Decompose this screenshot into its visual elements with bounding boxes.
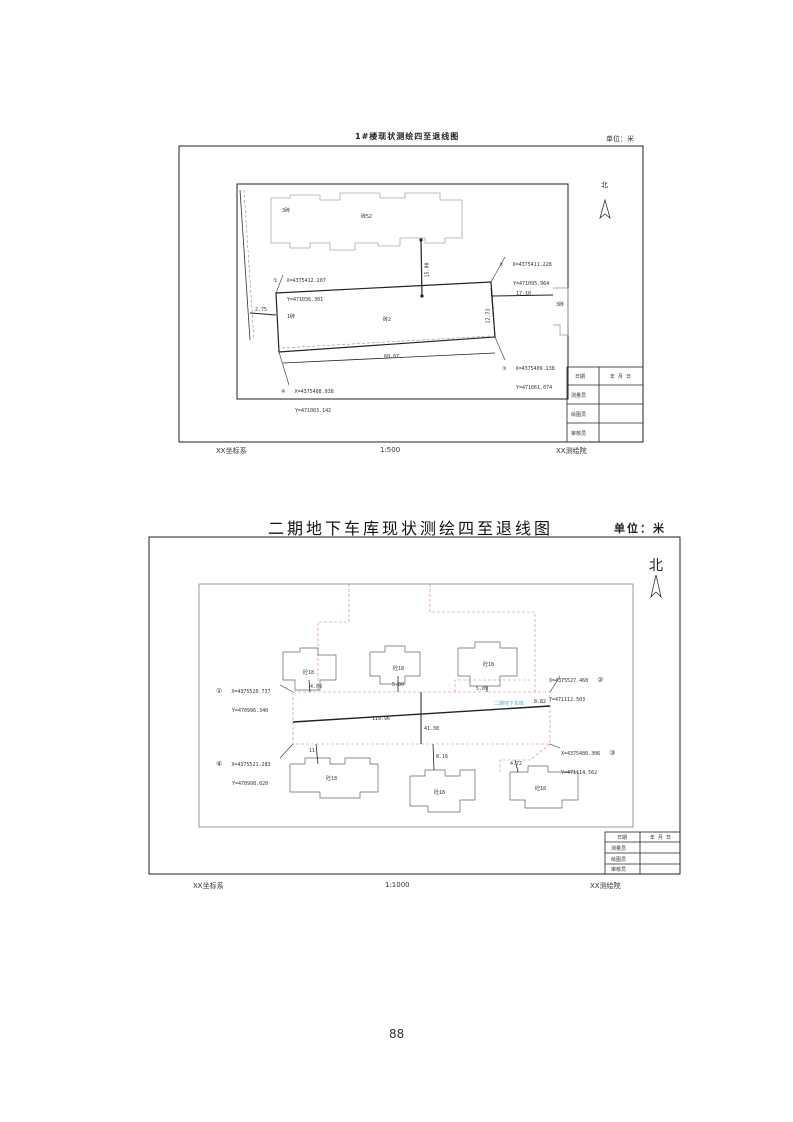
map1-dist-west: 2.75 [255,307,268,313]
map2-point-4: ④ X=4375521.283 Y=470998.020 [216,751,271,789]
map2-dist-vertical: 41.38 [424,726,440,732]
map2-coord-system: XX坐标系 [193,882,224,890]
map1-p3-y: Y=471061.074 [516,385,553,391]
map1-east-building-label: 3砖 [556,302,565,308]
map2-building-bottom-mid [409,769,476,813]
map2-table-ymd: 年 月 日 [650,835,672,841]
map2-north-arrow [650,574,662,599]
map1-north-arrow [599,198,611,220]
map1-p1-num: ① [273,278,278,284]
map2-title: 二期地下车库现状测绘四至退线图 [268,519,554,538]
map1-west-tag: 1砖 [287,314,296,320]
map2-building-bottom-left [289,757,379,799]
map1-p2-y: Y=471095.964 [513,281,550,287]
map1-table-reviewer: 审核员 [571,431,587,437]
map2-p1-y: Y=470996.340 [232,708,269,714]
map1-point-1: ① X=4375412.207 Y=471036.301 [273,267,326,305]
map1-table-ymd: 年 月 日 [610,374,632,380]
map2-building-top-mid [369,645,421,685]
map2-building-bottom-right [509,765,579,809]
map2-inner-frame [198,583,634,828]
map1-p4-x: X=4375408.038 [294,389,334,395]
map2-table-drafter: 绘图员 [611,857,627,863]
map2-p3-y: Y=471114.562 [561,770,598,776]
map1-coord-system: XX坐标系 [216,447,247,455]
map2-unit: 单位：米 [614,522,666,535]
map1-point-4: ④ X=4375408.038 Y=471003.142 [281,378,334,416]
map2-dist-span: 119.96 [372,716,391,722]
map2-point-3: X=4375480.306 ③ Y=471114.562 [561,740,616,778]
map1-dist-north: 15.00 [424,262,431,278]
map1-p2-x: X=4375411.228 [512,262,552,268]
map2-p2-x: X=4375527.468 [549,678,589,684]
map2-dist-bottom-right: 4.72 [510,761,523,767]
map1-title-block [566,366,644,443]
map1-main-building-label: 砖2 [383,317,392,323]
map2-p4-y: Y=470998.020 [232,781,269,787]
map1-length-bottom: 60.07 [384,354,400,360]
map1-scale: 1:500 [380,446,401,454]
map2-table-reviewer: 审核员 [611,867,627,873]
map1-north-building [270,192,463,251]
map1-p1-y: Y=471036.301 [287,297,324,303]
map1-point-3: ③ X=4375409.138 Y=471061.074 [502,355,555,393]
map1-drawing [178,145,644,443]
map1-title: 1#楼现状测绘四至退线图 [355,132,460,141]
map2-building-bottom-right-label: 砼18 [535,786,547,792]
map2-dist-top-left: 4.09 [310,684,323,690]
map1-table-date: 日期 [575,374,586,380]
map2-building-bottom-left-label: 砼18 [326,776,338,782]
map2-p4-x: X=4375521.283 [231,762,271,768]
map2-north-label: 北 [649,558,663,574]
map1-outer-frame [178,145,644,443]
map2-dist-bottom-left: 11 [309,748,316,754]
map2-point-1: ① X=4375520.737 Y=470996.340 [216,678,271,716]
map1-east-building [553,287,569,336]
map1-p1-x: X=4375412.207 [286,278,326,284]
map2-table-date: 日期 [617,835,628,841]
map2-p1-x: X=4375520.737 [231,689,271,695]
map1-north-building-tag: 3砖 [282,208,291,214]
page-number: 88 [389,1027,405,1041]
map2-outer-frame [148,536,681,875]
map1-p4-y: Y=471003.142 [295,408,332,414]
map1-north-building-label: 砖52 [361,214,373,220]
map1-table-drafter: 绘图员 [571,412,587,418]
map2-building-bottom-mid-label: 砼18 [434,790,446,796]
map2-scale: 1:1000 [385,881,410,889]
map2-drawing [148,536,681,875]
map2-dist-bottom-mid: 8.16 [436,754,449,760]
map2-p4-num: ④ [216,760,223,768]
map2-p2-y: Y=471112.503 [549,697,586,703]
map1-north-label: 北 [601,181,608,189]
map1-table-surveyor: 测量员 [571,393,587,399]
map2-dist-top-mid: 5.00 [392,682,405,688]
map2-p3-x: X=4375480.306 [561,751,601,757]
map2-building-top-right-label: 砼18 [483,662,495,668]
map2-title-block [604,831,681,875]
map1-p4-num: ④ [281,389,286,395]
map2-p1-num: ① [216,687,223,695]
map1-p3-num: ③ [502,366,507,372]
map2-p3-num: ③ [609,749,616,757]
map2-dist-top-right: 5.09 [476,686,489,692]
map1-p2-num: ② [499,262,504,268]
map2-institute: XX测绘院 [590,882,621,890]
map2-building-top-mid-label: 砼18 [393,666,405,672]
map2-garage-label: 二期地下车库 [494,701,525,707]
map1-dist-east: 17.10 [516,291,532,297]
map2-dist-right: 8.82 [534,699,547,705]
map2-building-top-left-label: 砼18 [303,670,315,676]
map2-point-2: X=4375527.468 ② Y=471112.503 [549,667,604,705]
map2-building-top-left [282,647,337,691]
map1-institute: XX测绘院 [556,447,587,455]
map1-width-right: 12.73 [485,308,492,324]
map2-table-surveyor: 测量员 [611,846,627,852]
map2-p2-num: ② [597,676,604,684]
map2-building-top-right [457,641,518,687]
map1-p3-x: X=4375409.138 [515,366,555,372]
map1-unit: 单位：米 [606,135,634,143]
map1-point-2: ② X=4375411.228 Y=471095.964 [499,251,552,289]
